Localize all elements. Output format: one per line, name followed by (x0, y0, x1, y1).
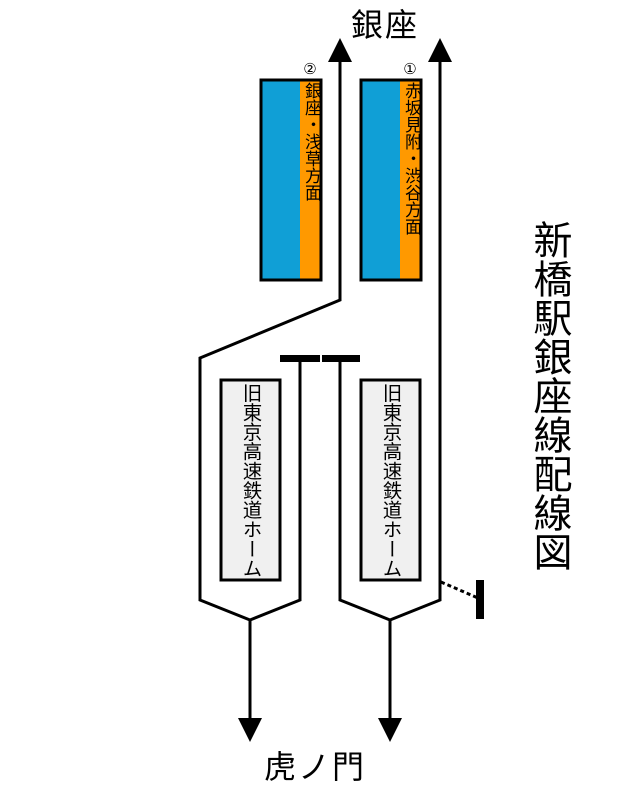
old-platform-left-label: 旧東京高速鉄道ホーム (239, 383, 262, 578)
bumper-right (322, 355, 360, 362)
track-inner-right (338, 358, 391, 622)
arrow-down-right-icon (378, 718, 402, 742)
platform-2-direction: 銀座・浅草方面 (301, 82, 321, 201)
arrow-up-right-icon (428, 38, 452, 62)
destination-north: 銀座 (351, 6, 420, 44)
old-platform-left (219, 378, 282, 582)
arrow-up-left-icon (328, 38, 352, 62)
platform-1-sign (400, 81, 420, 279)
diagram-title: 新橋駅銀座線配線図 (527, 220, 572, 571)
track-right (388, 58, 442, 722)
old-platform-right-label: 旧東京高速鉄道ホーム (379, 383, 402, 578)
bumper-left (280, 355, 320, 362)
siding-track (440, 580, 479, 600)
platform-2-number: ② (303, 60, 317, 78)
siding-bumper (476, 580, 484, 619)
platform-1 (359, 78, 423, 282)
platform-1-direction: 赤坂見附・渋谷方面 (401, 82, 421, 235)
track-inner-left (249, 358, 302, 622)
platform-1-number: ① (403, 60, 417, 78)
platform-2 (259, 78, 323, 282)
platform-2-sign (300, 81, 320, 279)
track-left (198, 58, 342, 722)
arrow-down-left-icon (238, 718, 262, 742)
destination-south: 虎ノ門 (264, 748, 367, 786)
old-platform-right (359, 378, 422, 582)
